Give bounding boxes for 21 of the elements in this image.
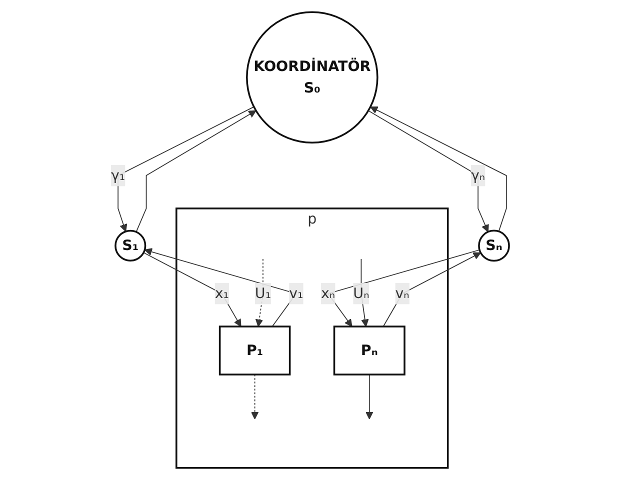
- arrow: [143, 252, 242, 326]
- node-circle: S₁: [114, 229, 146, 261]
- arrow: [382, 252, 482, 326]
- node-box: P₁: [218, 325, 291, 375]
- node-circle: KOORDİNATÖR S₀: [246, 10, 378, 144]
- edge-label: v₁: [289, 284, 304, 302]
- arrow: [368, 110, 489, 232]
- arrow: [365, 374, 374, 419]
- edge-label: γₙ: [470, 166, 486, 184]
- arrow: [118, 106, 254, 232]
- edge-label: xₙ: [321, 284, 336, 302]
- edge-label: U₁: [254, 284, 272, 302]
- edge-label: γ₁: [110, 166, 126, 184]
- arrow: [370, 106, 507, 232]
- arrow: [136, 110, 256, 232]
- node-box: Pₙ: [333, 325, 406, 375]
- edge-label: vₙ: [395, 284, 410, 302]
- edge-label: x₁: [214, 284, 229, 302]
- edge-label: Uₙ: [353, 284, 370, 302]
- arrow: [250, 374, 259, 419]
- node-circle: Sₙ: [478, 229, 510, 262]
